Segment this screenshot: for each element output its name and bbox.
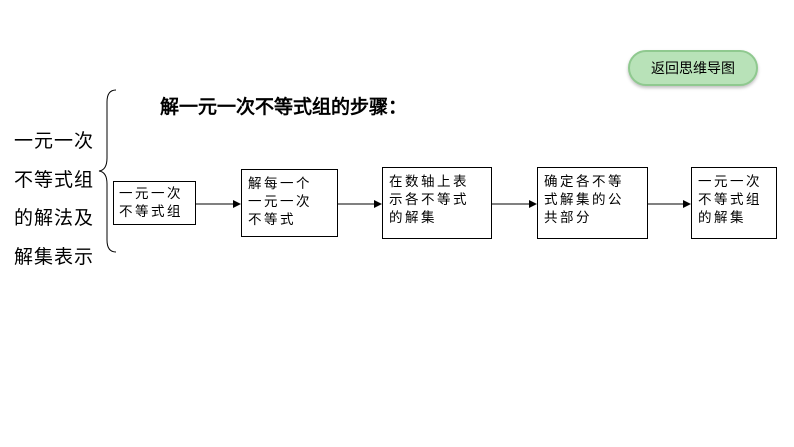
flow-step-line: 示各不等式 [389, 192, 469, 208]
flow-step-line: 一元一次 [698, 174, 762, 190]
flow-step-inequality-system: 一元一次 不等式组 [113, 181, 196, 225]
flow-step-number-line: 在数轴上表 示各不等式 的解集 [382, 167, 492, 239]
return-to-mindmap-button[interactable]: 返回思维导图 [628, 50, 758, 86]
flow-step-line: 共部分 [544, 210, 592, 226]
left-brace [98, 89, 117, 253]
flow-step-line: 解每一个 [248, 176, 312, 192]
flow-step-line: 一元一次 [119, 186, 183, 202]
flow-step-line: 不等式组 [119, 204, 183, 220]
flow-step-line: 的解集 [698, 210, 746, 226]
flow-step-line: 不等式组 [698, 192, 762, 208]
topic-title-line: 的解法及 [14, 207, 95, 229]
topic-title: 一元一次 不等式组 的解法及 解集表示 [14, 122, 102, 276]
flow-step-line: 在数轴上表 [389, 174, 469, 190]
flow-step-common-part: 确定各不等 式解集的公 共部分 [537, 167, 648, 239]
steps-heading: 解一元一次不等式组的步骤： [160, 96, 408, 118]
flow-step-solution-set: 一元一次 不等式组 的解集 [691, 167, 777, 239]
flow-step-line: 的解集 [389, 210, 437, 226]
topic-title-line: 解集表示 [14, 245, 95, 268]
flow-step-line: 一元一次 [248, 194, 312, 210]
flow-step-solve-each: 解每一个 一元一次 不等式 [241, 169, 338, 237]
flow-step-line: 式解集的公 [544, 192, 624, 208]
topic-title-line: 一元一次 [14, 130, 95, 152]
flow-step-line: 不等式 [248, 212, 296, 228]
topic-title-line: 不等式组 [14, 168, 95, 191]
flow-step-line: 确定各不等 [544, 174, 624, 190]
